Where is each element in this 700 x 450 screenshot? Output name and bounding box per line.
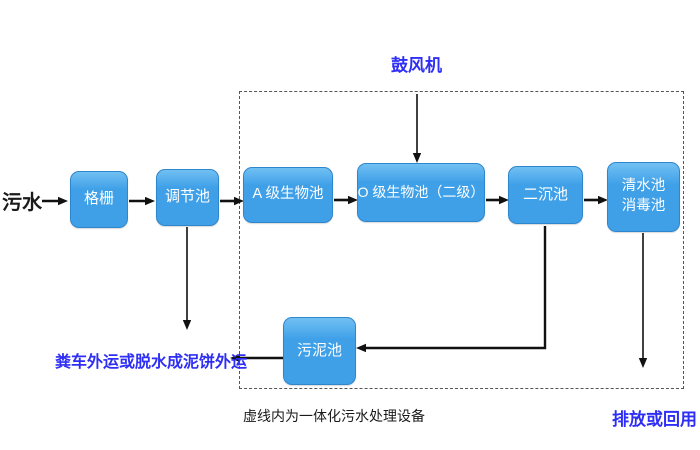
node-sludge-tank: 污泥池 <box>283 317 356 385</box>
node-secondary-clarifier: 二沉池 <box>508 166 583 224</box>
node-clearwater-label-line1: 清水池 <box>621 178 666 195</box>
node-grid-label: 格栅 <box>83 190 114 208</box>
node-grid: 格栅 <box>70 171 128 228</box>
discharge-reuse-label: 排放或回用 <box>612 410 697 429</box>
node-a-bio-tank: A 级生物池 <box>243 167 333 223</box>
blower-label: 鼓风机 <box>391 56 442 75</box>
node-clearwater-disinfection-tank: 清水池 消毒池 <box>607 162 680 232</box>
node-clearwater-label-line2: 消毒池 <box>621 198 666 214</box>
node-a-bio-tank-label: A 级生物池 <box>252 186 324 203</box>
node-o-bio-tank-label: O 级生物池（二级） <box>357 184 485 201</box>
sludge-transport-label: 粪车外运或脱水成泥饼外运 <box>55 354 248 371</box>
influent-label: 污水 <box>2 192 42 214</box>
dashed-boundary-note: 虚线内为一体化污水处理设备 <box>243 408 425 424</box>
node-sludge-tank-label: 污泥池 <box>296 341 342 359</box>
node-secondary-clarifier-label: 二沉池 <box>522 185 568 203</box>
node-regulating-tank-label: 调节池 <box>164 188 210 206</box>
node-regulating-tank: 调节池 <box>156 169 219 226</box>
node-o-bio-tank: O 级生物池（二级） <box>357 163 485 222</box>
integrated-equipment-dashed-boundary <box>239 91 684 389</box>
